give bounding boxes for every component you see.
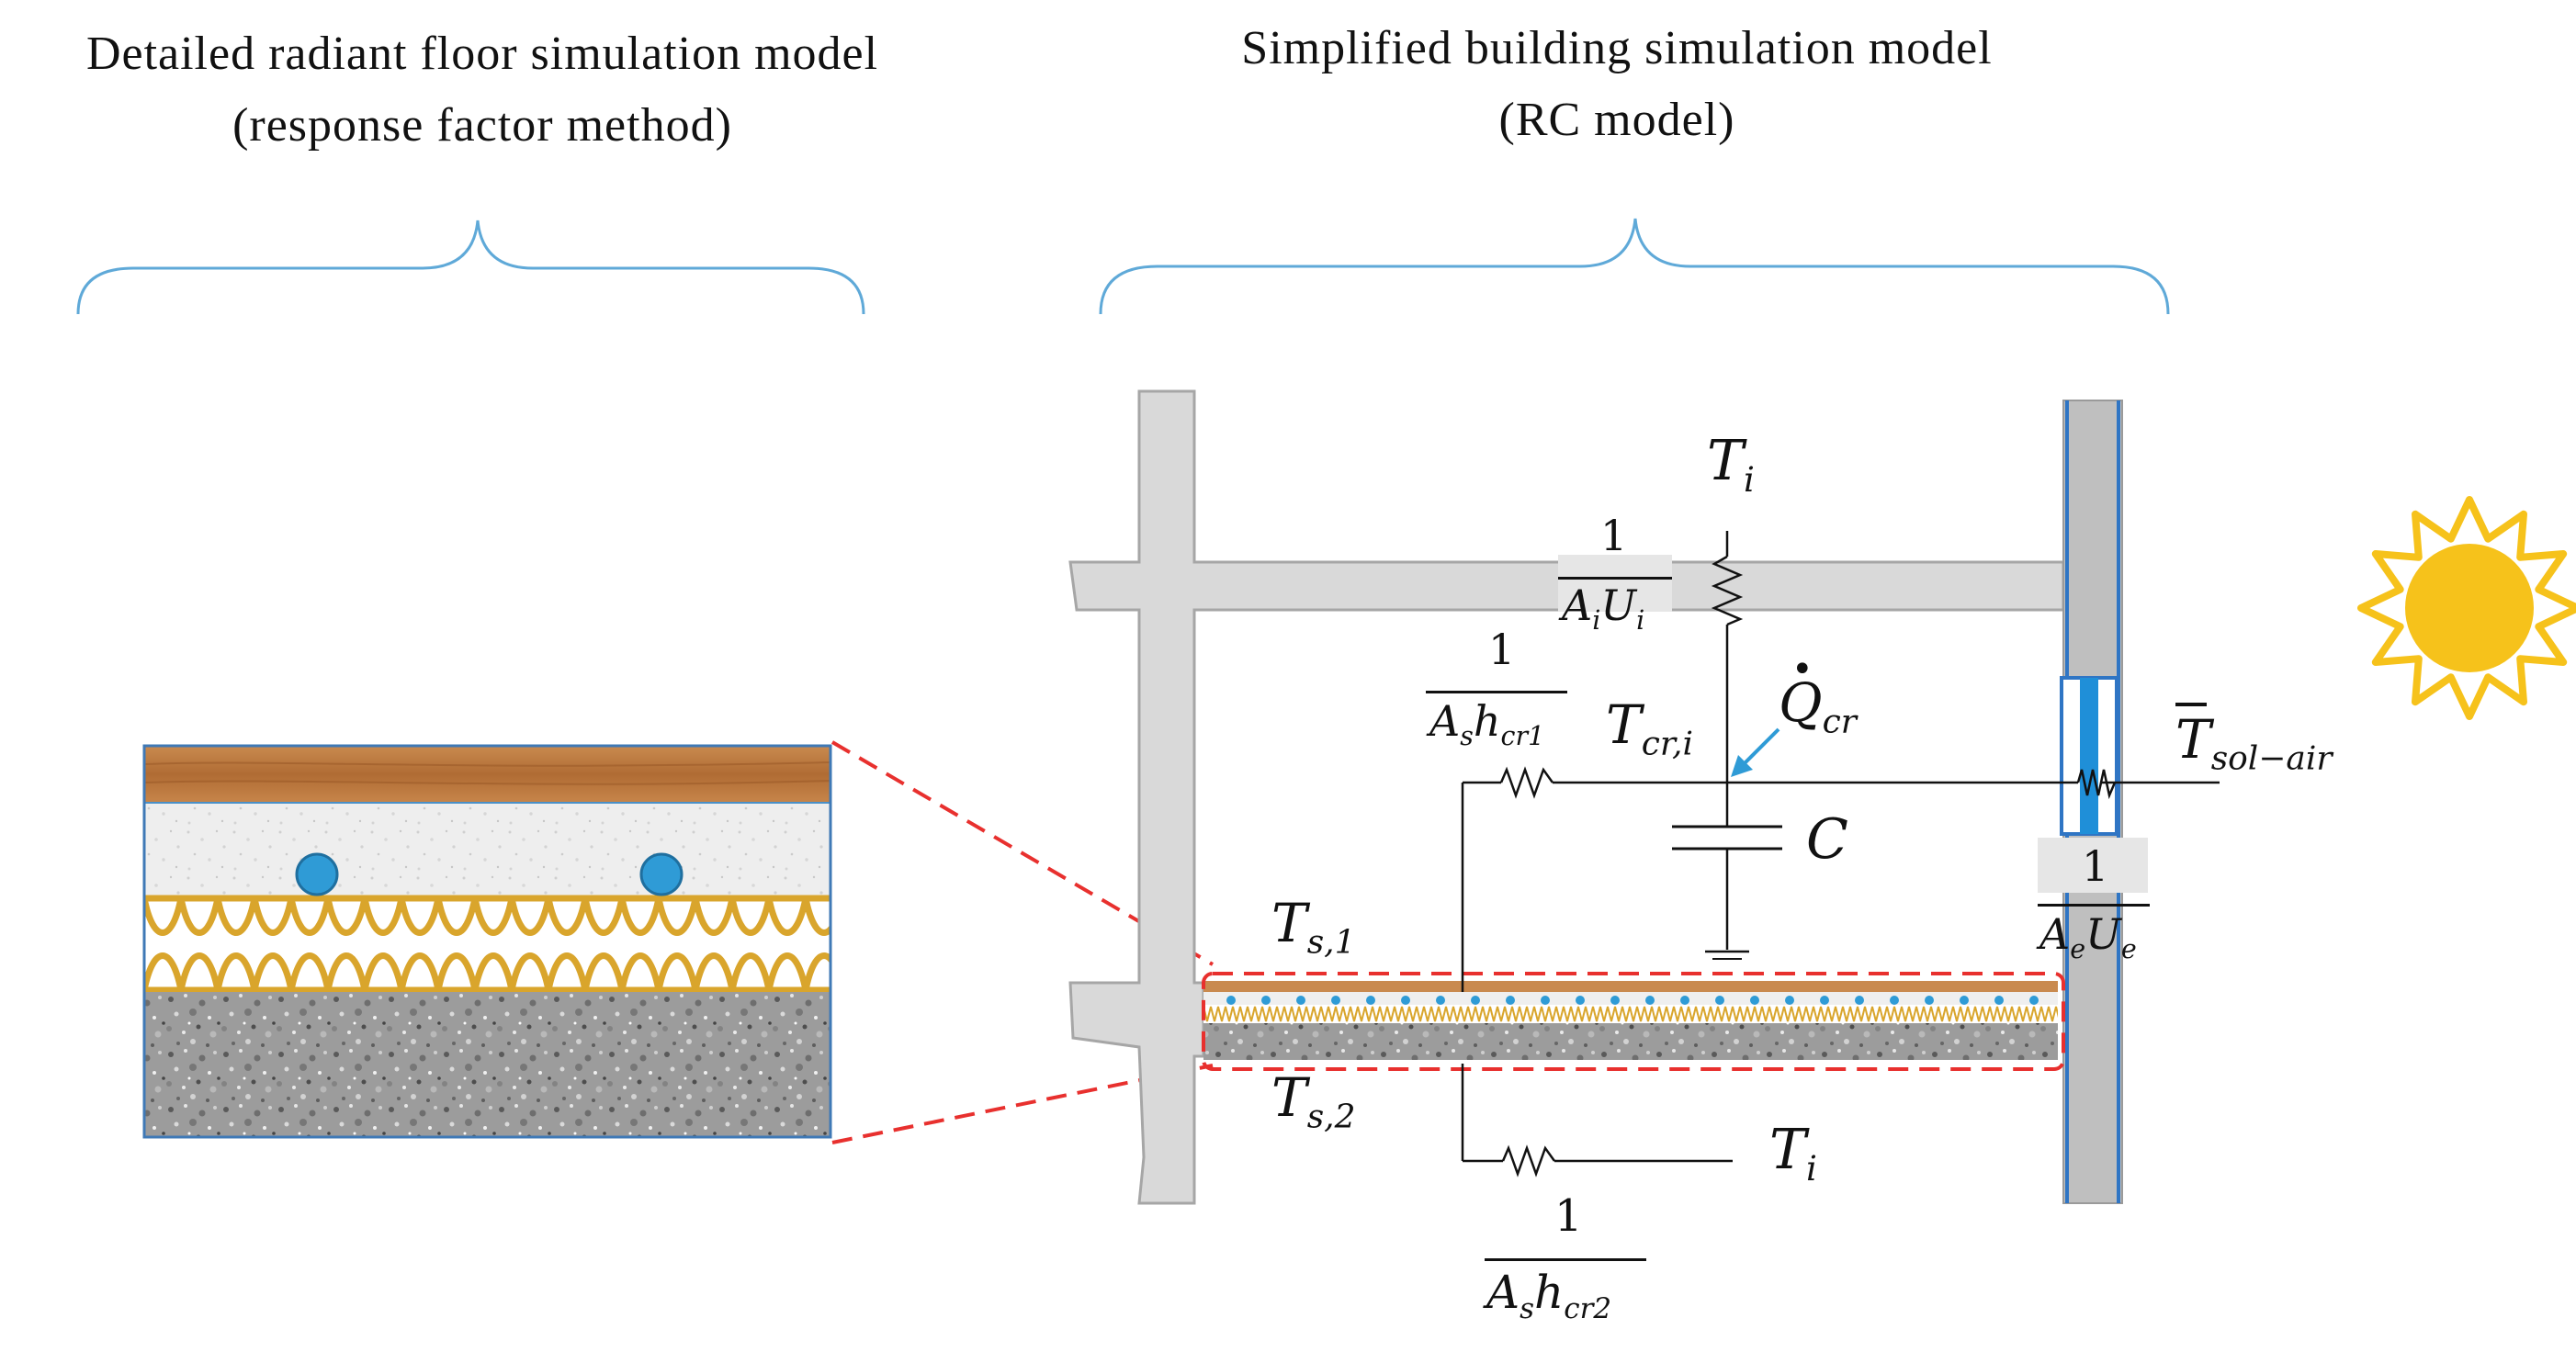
radiant-pipe-icon [639, 852, 684, 896]
label-aiui-bar [1558, 577, 1672, 580]
label-c: C [1806, 807, 1848, 872]
radiant-pipe-icon [1994, 996, 2004, 1005]
radiant-pipe-icon [1471, 996, 1480, 1005]
floor-pipes [1226, 996, 2039, 1005]
label-ashcr2-num: 1 [1554, 1190, 1583, 1242]
label-ashcr1-num: 1 [1488, 625, 1516, 674]
floor-highlight-box [1202, 972, 2065, 1071]
radiant-pipe-icon [1401, 996, 1410, 1005]
radiant-pipe-icon [1296, 996, 1305, 1005]
radiant-pipe-icon [295, 852, 339, 896]
label-aiui-den: AiUi [1562, 580, 1645, 637]
resistor-icon [1501, 1144, 1556, 1177]
radiant-pipe-icon [1855, 996, 1864, 1005]
floor-slab [1203, 981, 2058, 1060]
label-aeue-bar [2038, 904, 2150, 907]
radiant-pipe-icon [1331, 996, 1340, 1005]
left-brace [76, 220, 865, 315]
label-tcri: Tcr,i [1606, 693, 1693, 763]
arrow-icon [1731, 755, 1753, 777]
left-title: Detailed radiant floor simulation model … [0, 18, 965, 162]
radiant-floor-detail [144, 746, 830, 1137]
right-title-line2: (RC model) [1498, 94, 1735, 146]
resistor-icon [1711, 555, 1744, 626]
radiant-pipe-icon [1750, 996, 1759, 1005]
arrow-icon [1740, 727, 1780, 768]
right-title: Simplified building simulation model (RC… [1084, 13, 2150, 156]
label-ti-top: Ti [1707, 429, 1755, 500]
radiant-pipe-icon [1261, 996, 1271, 1005]
label-aiui-bg [1558, 555, 1672, 612]
label-aeue-num: 1 [2082, 841, 2109, 891]
radiant-pipe-icon [2029, 996, 2039, 1005]
radiant-pipe-icon [1436, 996, 1445, 1005]
radiant-floor-detail-frame [142, 744, 832, 1139]
resistor-icon [2076, 769, 2117, 800]
sun-icon [2357, 496, 2576, 720]
radiant-pipe-icon [1226, 996, 1236, 1005]
radiant-pipe-icon [1960, 996, 1969, 1005]
label-ashcr1-bar [1426, 691, 1567, 693]
resistor-icon [1499, 766, 1554, 799]
radiant-pipe-icon [1645, 996, 1655, 1005]
label-qcr: Q•cr [1779, 648, 1857, 741]
zoom-line-top [830, 740, 1215, 966]
label-ashcr2-bar [1485, 1258, 1646, 1261]
radiant-pipe-icon [1610, 996, 1620, 1005]
label-ts1: Ts,1 [1271, 892, 1356, 962]
label-aeue-den: AeUe [2039, 909, 2137, 965]
label-aiui-num: 1 [1600, 511, 1628, 560]
radiant-pipe-icon [1366, 996, 1375, 1005]
radiant-pipe-icon [1890, 996, 1899, 1005]
left-title-line2: (response factor method) [232, 99, 732, 152]
label-ashcr2-den: Ashcr2 [1486, 1266, 1612, 1325]
radiant-pipe-icon [1785, 996, 1794, 1005]
radiant-pipe-icon [1541, 996, 1550, 1005]
label-ti-bottom: Ti [1769, 1118, 1817, 1189]
radiant-pipe-icon [1820, 996, 1829, 1005]
radiant-pipe-icon [1925, 996, 1934, 1005]
label-ashcr1-den: Ashcr1 [1429, 696, 1545, 752]
radiant-pipe-icon [1576, 996, 1585, 1005]
label-aeue-bg [2038, 838, 2148, 893]
right-title-line1: Simplified building simulation model [1241, 22, 1993, 74]
radiant-pipe-icon [1715, 996, 1724, 1005]
radiant-pipe-icon [1680, 996, 1689, 1005]
left-wall [1068, 389, 2065, 1205]
label-ts2: Ts,2 [1271, 1066, 1356, 1136]
radiant-pipe-icon [1506, 996, 1515, 1005]
right-brace [1099, 218, 2170, 315]
ground-icon [1705, 950, 1749, 960]
left-title-line1: Detailed radiant floor simulation model [85, 28, 879, 80]
